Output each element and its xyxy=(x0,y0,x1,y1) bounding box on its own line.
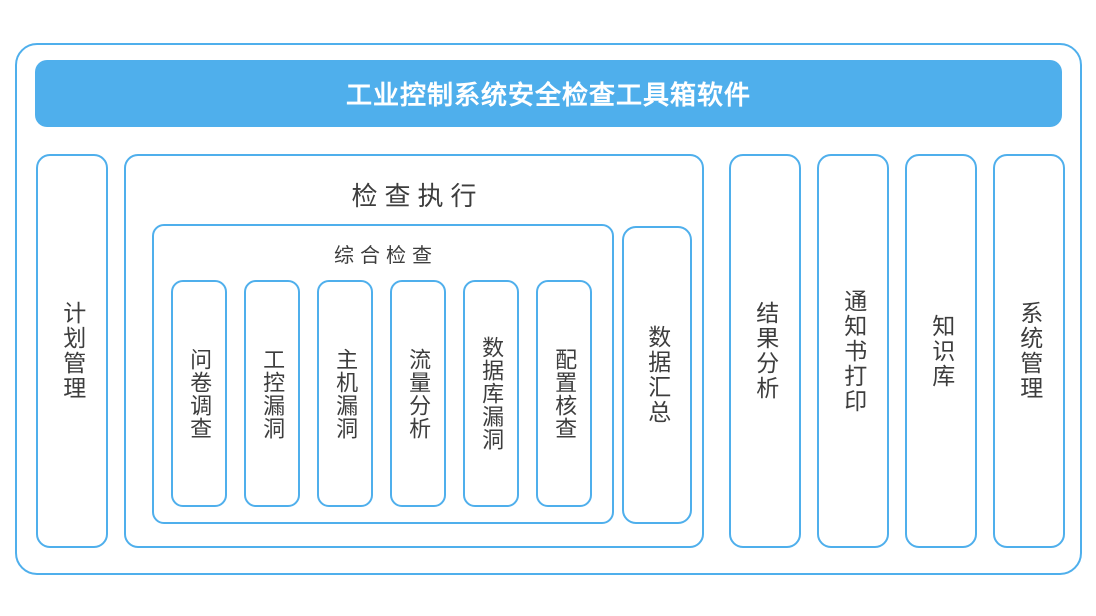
check-item-configuration-audit[interactable]: 配置核查 xyxy=(536,280,592,507)
execution-data-summary[interactable]: 数据汇总 xyxy=(622,226,692,524)
check-item-label: 工控漏洞 xyxy=(260,347,286,440)
module-knowledge-base-label: 知识库 xyxy=(928,313,955,389)
check-item-label: 主机漏洞 xyxy=(333,347,359,440)
check-item-host-vulnerability[interactable]: 主机漏洞 xyxy=(317,280,373,507)
page-title: 工业控制系统安全检查工具箱软件 xyxy=(345,80,751,110)
execution-section-title: 检查执行 xyxy=(351,181,484,211)
check-item-label: 问卷调查 xyxy=(187,347,213,440)
comprehensive-check-title: 综合检查 xyxy=(334,245,438,267)
check-item-ics-vulnerability[interactable]: 工控漏洞 xyxy=(244,280,300,507)
check-item-label: 数据库漏洞 xyxy=(479,336,505,451)
module-notice-print[interactable]: 通知书打印 xyxy=(817,154,889,548)
execution-data-summary-label: 数据汇总 xyxy=(644,325,671,425)
module-result-analysis-label: 结果分析 xyxy=(752,301,779,401)
module-plan-management-label: 计划管理 xyxy=(59,301,86,401)
check-item-label: 流量分析 xyxy=(406,347,432,440)
check-item-questionnaire[interactable]: 问卷调查 xyxy=(171,280,227,507)
software-title-bar: 工业控制系统安全检查工具箱软件 xyxy=(35,60,1062,127)
module-system-management-label: 系统管理 xyxy=(1016,301,1043,401)
check-item-database-vulnerability[interactable]: 数据库漏洞 xyxy=(463,280,519,507)
module-notice-print-label: 通知书打印 xyxy=(840,288,867,414)
module-system-management[interactable]: 系统管理 xyxy=(993,154,1065,548)
execution-section: 检查执行 综合检查 问卷调查 工控漏洞 主机漏洞 流量分析 数据库漏洞 配置核查… xyxy=(124,154,704,548)
comprehensive-check-group: 综合检查 问卷调查 工控漏洞 主机漏洞 流量分析 数据库漏洞 配置核查 xyxy=(152,224,614,524)
module-knowledge-base[interactable]: 知识库 xyxy=(905,154,977,548)
check-item-traffic-analysis[interactable]: 流量分析 xyxy=(390,280,446,507)
module-plan-management[interactable]: 计划管理 xyxy=(36,154,108,548)
module-result-analysis[interactable]: 结果分析 xyxy=(729,154,801,548)
check-item-label: 配置核查 xyxy=(552,347,578,440)
